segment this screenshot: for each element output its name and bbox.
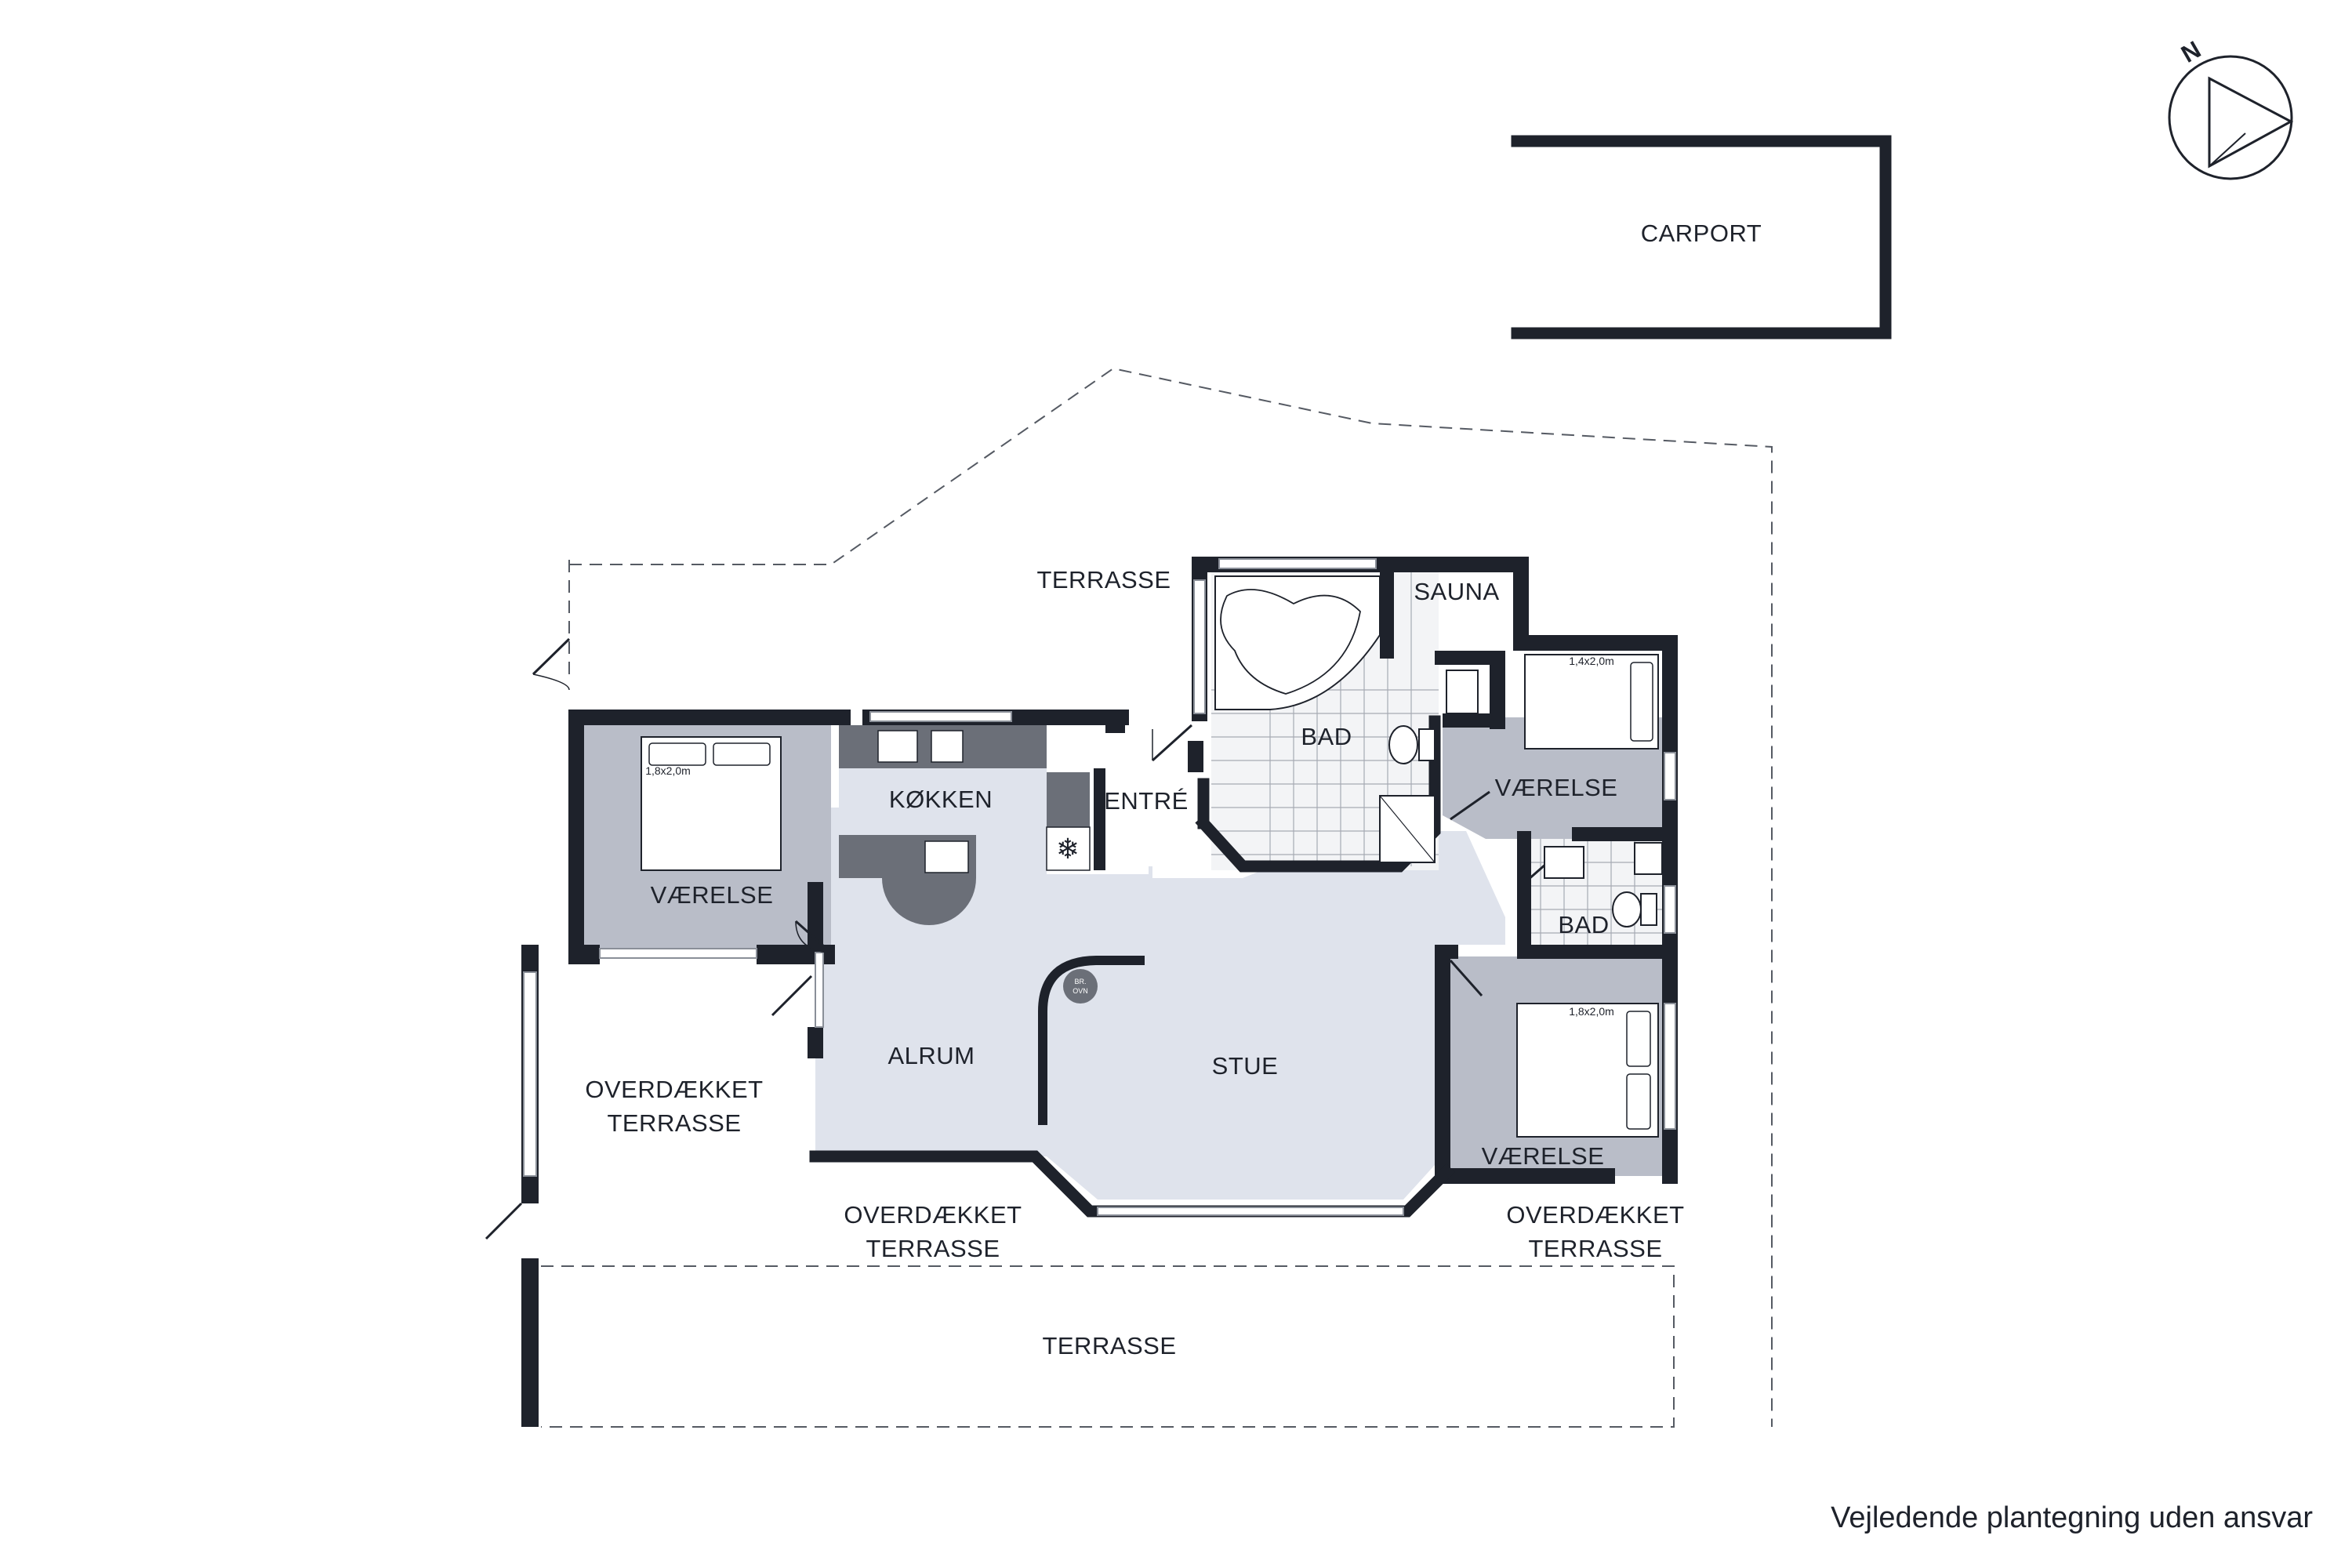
label-overdaekket-mid-1: OVERDÆKKET <box>844 1201 1022 1229</box>
toilet-small-icon <box>1612 891 1642 927</box>
door-bedroom-right-top <box>1450 790 1490 821</box>
label-overdaekket-right-1: OVERDÆKKET <box>1506 1201 1684 1229</box>
compass-circle <box>2168 55 2293 180</box>
label-overdaekket-left-2: TERRASSE <box>607 1109 741 1137</box>
sink-small-icon <box>1544 846 1584 879</box>
svg-text:❄: ❄ <box>1056 833 1080 866</box>
label-bad-main: BAD <box>1301 723 1352 750</box>
stove-label-1: BR. <box>1074 978 1086 985</box>
carport: CARPORT <box>1511 135 1892 339</box>
door-bedroom-right-bottom <box>1449 960 1483 996</box>
door-alrum <box>771 975 813 1017</box>
toilet-main-icon <box>1388 725 1418 764</box>
bed-size-left: 1,8x2,0m <box>645 764 691 777</box>
doors <box>485 637 1553 1240</box>
label-vaerelse-right-bottom: VÆRELSE <box>1482 1142 1605 1170</box>
shower-small-icon <box>1634 842 1663 875</box>
sink-icon <box>931 730 964 763</box>
fridge-snowflake-icon <box>1046 826 1091 871</box>
terrace-top-outline <box>569 367 1773 1427</box>
stove-label-2: OVN <box>1073 987 1088 995</box>
sauna-bench-icon <box>1446 670 1479 714</box>
label-overdaekket-mid-2: TERRASSE <box>866 1235 1000 1262</box>
label-vaerelse-right-top: VÆRELSE <box>1495 774 1618 801</box>
terrace-bottom-outline <box>541 1265 1675 1428</box>
label-overdaekket-right-2: TERRASSE <box>1528 1235 1662 1262</box>
label-stue: STUE <box>1212 1052 1279 1080</box>
wood-stove-icon <box>1063 969 1098 1004</box>
compass-arrow-icon <box>2208 76 2294 169</box>
bed-size-right-bottom: 1,8x2,0m <box>1569 1005 1614 1018</box>
label-koekken: KØKKEN <box>889 786 993 813</box>
living-floor <box>815 808 1505 1200</box>
stove-icon <box>877 730 918 763</box>
windows <box>523 558 1676 1216</box>
carport-label: CARPORT <box>1641 220 1762 247</box>
label-sauna: SAUNA <box>1414 578 1499 605</box>
door-terrace-top <box>532 637 571 676</box>
door-terrace-bottom <box>485 1202 523 1240</box>
label-terrasse-bottom: TERRASSE <box>1042 1332 1176 1359</box>
carport-walls <box>1511 135 1892 339</box>
bed-size-right-top: 1,4x2,0m <box>1569 655 1614 667</box>
label-alrum: ALRUM <box>887 1042 975 1069</box>
door-bedroom-left <box>795 920 832 954</box>
label-entre: ENTRÉ <box>1104 787 1189 815</box>
label-vaerelse-left: VÆRELSE <box>651 881 774 909</box>
disclaimer-text: Vejledende plantegning uden ansvar <box>1831 1501 2313 1534</box>
label-terrasse-top: TERRASSE <box>1036 566 1171 593</box>
compass: N <box>2168 35 2294 180</box>
hob-icon <box>924 840 969 873</box>
door-entre <box>1151 724 1193 762</box>
label-bad-small: BAD <box>1558 911 1609 938</box>
fixtures: ❄ BR. OVN <box>641 575 1663 1138</box>
label-overdaekket-left-1: OVERDÆKKET <box>585 1076 763 1103</box>
room-labels: TERRASSE SAUNA BAD 1,4x2,0m VÆRELSE 1,8x… <box>585 566 1684 1359</box>
terrace-outlines <box>541 367 1773 1428</box>
